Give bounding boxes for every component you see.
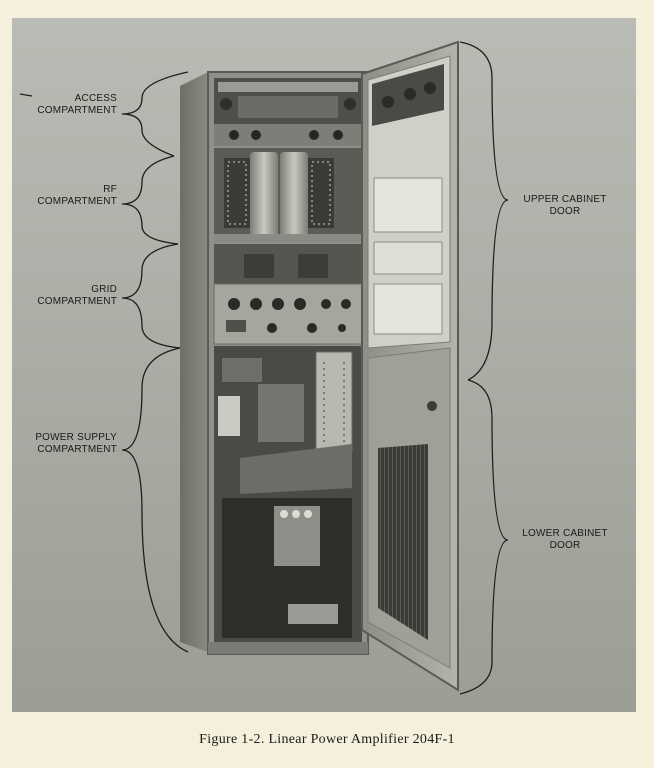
rf-compartment-graphic (214, 148, 362, 242)
grid-bracket (121, 243, 181, 349)
cabinet-side-panel (180, 72, 208, 652)
power-supply-bracket (121, 347, 189, 653)
figure-caption: Figure 1-2. Linear Power Amplifier 204F-… (199, 732, 455, 747)
lower-door-bracket (459, 379, 509, 695)
label-power-supply-compartment: POWER SUPPLY COMPARTMENT (35, 432, 117, 455)
label-lower-cabinet-door: LOWER CABINET DOOR (522, 528, 608, 551)
cabinet-door-graphic (361, 40, 459, 692)
label-upper-cabinet-door: UPPER CABINET DOOR (523, 194, 607, 217)
upper-door-bracket (459, 41, 509, 381)
label-grid-compartment: GRID COMPARTMENT (37, 284, 117, 307)
label-rf-compartment: RF COMPARTMENT (37, 184, 117, 207)
power-supply-compartment-graphic (208, 346, 368, 654)
rf-bracket (121, 155, 179, 245)
access-pointer-line (19, 93, 33, 97)
grid-compartment-graphic (213, 244, 363, 345)
access-compartment-graphic (214, 78, 362, 146)
label-access-compartment: ACCESS COMPARTMENT (37, 93, 117, 116)
access-bracket (121, 71, 189, 157)
cabinet-photo (12, 18, 636, 712)
